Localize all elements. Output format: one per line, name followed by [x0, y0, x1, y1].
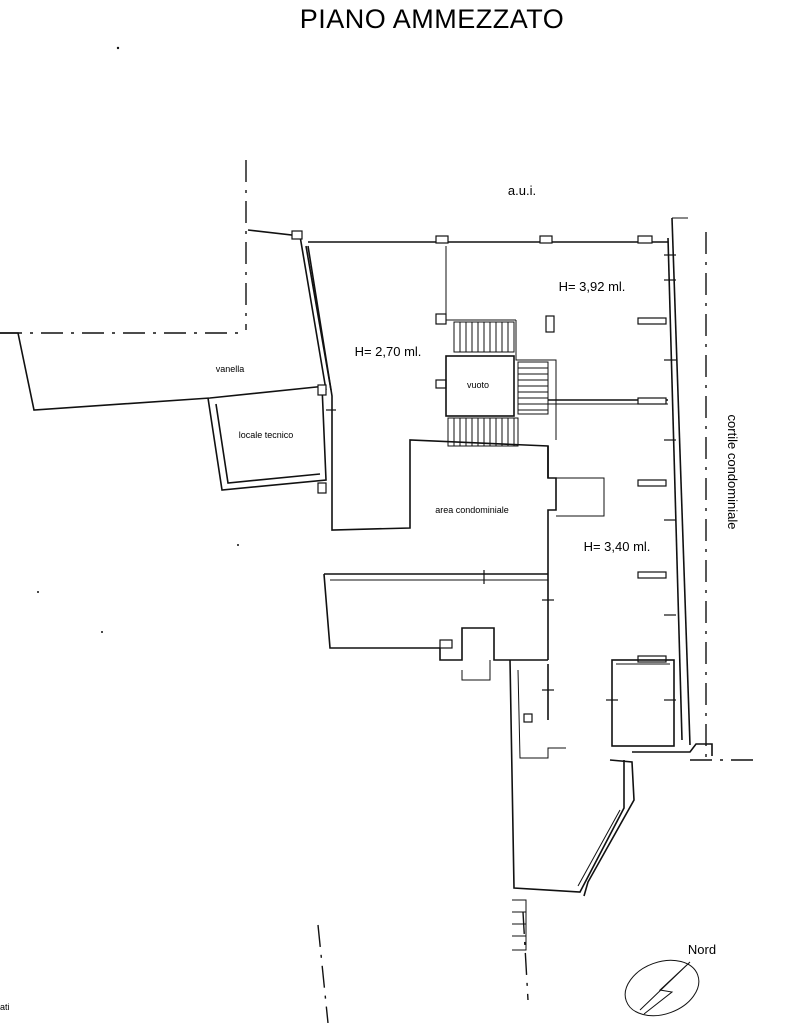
speck [37, 591, 39, 593]
label-vanella: vanella [216, 364, 245, 374]
wall-return [461, 660, 491, 681]
west-outer-wall [247, 229, 327, 391]
bottom-stair-treads [512, 911, 526, 937]
property-boundaries [0, 160, 760, 1023]
label-height-270: H= 2,70 ml. [355, 344, 422, 359]
locale-tecnico-inner [215, 403, 321, 484]
label-locale-tecnico: locale tecnico [239, 430, 294, 440]
diagonal-wall-inner [577, 809, 621, 887]
lower-room-south-wall [323, 573, 548, 661]
window-pier [637, 571, 667, 579]
staircase [447, 321, 549, 447]
south-east-wall [632, 743, 713, 756]
stair-treads-bottom [453, 418, 515, 446]
window-pier [435, 235, 449, 244]
locale-tecnico-room [207, 384, 327, 494]
north-arrow: Nord [624, 942, 716, 1017]
column [435, 379, 447, 389]
wall-ticks [326, 254, 676, 701]
south-corridor-west-wall [509, 659, 625, 893]
plan-title: PIANO AMMEZZATO [300, 4, 565, 34]
east-small-room [611, 659, 675, 747]
room-labels: a.u.i. H= 3,92 ml. H= 2,70 ml. H= 3,40 m… [0, 183, 740, 1012]
east-outer-wall [667, 237, 683, 741]
main-upper-block [307, 217, 691, 746]
boundary-line-south [522, 911, 529, 1001]
boundary-line-south-west [317, 924, 329, 1023]
wall-pier [317, 482, 327, 494]
window-pier [637, 235, 653, 244]
label-vuoto: vuoto [467, 380, 489, 390]
label-nord: Nord [688, 942, 716, 957]
label-height-340: H= 3,40 ml. [584, 539, 651, 554]
wall-pier [317, 384, 327, 396]
vuoto-outline [445, 355, 515, 417]
window-pier [539, 235, 553, 244]
bottom-stair [512, 899, 527, 951]
diagonal-wall-outer [583, 759, 635, 897]
label-cortile-condominiale: cortile condominiale [725, 415, 740, 530]
area-condominiale-east-wall [547, 446, 557, 660]
north-arrow-circle [624, 959, 700, 1017]
label-area-condominiale: area condominiale [435, 505, 509, 515]
h270-room-walls [307, 245, 549, 531]
locale-tecnico-outer [207, 385, 327, 491]
stair-treads-east [518, 367, 548, 411]
vanella-area [0, 332, 327, 411]
column [439, 639, 453, 649]
window-pier [637, 655, 667, 663]
label-height-392: H= 3,92 ml. [559, 279, 626, 294]
east-outer-wall-2 [671, 217, 691, 746]
column [545, 315, 555, 333]
vanella-outline [0, 332, 327, 411]
speck [101, 631, 103, 633]
wall-pier [291, 230, 303, 240]
label-aui: a.u.i. [508, 183, 536, 198]
column [523, 713, 533, 723]
window-pier [637, 317, 667, 325]
window-pier [637, 397, 667, 405]
speck [237, 544, 239, 546]
window-pier [637, 479, 667, 487]
stair-flight-east [517, 361, 549, 415]
speck [116, 46, 120, 50]
lower-block [323, 446, 713, 951]
scan-specks [37, 46, 239, 633]
stair-flight-bottom [447, 417, 519, 447]
column [435, 313, 447, 325]
corridor-inner [517, 669, 566, 759]
stair-treads-top [459, 322, 509, 352]
small-niche [556, 477, 605, 517]
north-arrow-needle [639, 961, 691, 1015]
label-edge-text: ati [0, 1002, 10, 1012]
vuoto-void [445, 355, 515, 417]
